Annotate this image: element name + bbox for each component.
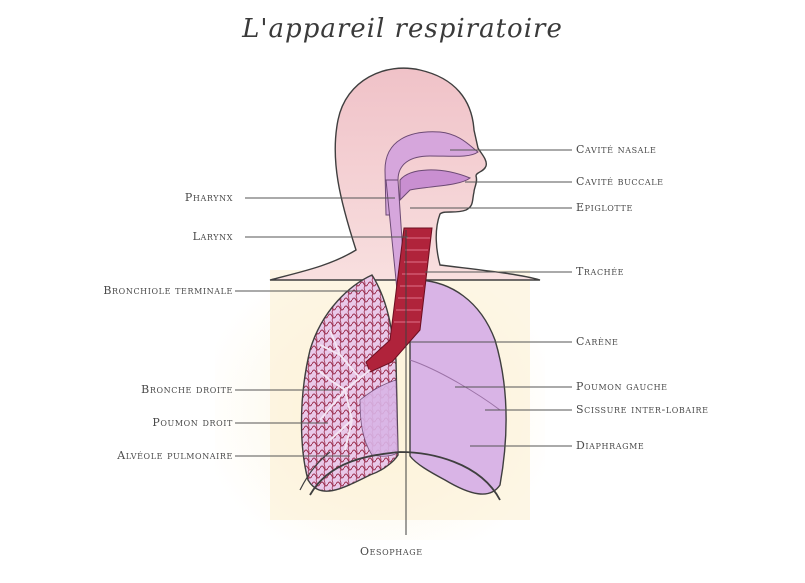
label-trachee: Trachée <box>576 265 624 279</box>
label-carene: Carène <box>576 335 619 349</box>
label-alveole: Alvéole pulmonaire <box>117 449 233 463</box>
label-epiglotte: Epiglotte <box>576 201 633 215</box>
label-scissure: Scissure inter-lobaire <box>576 403 709 417</box>
label-bronche-droite: Bronche droite <box>141 383 233 397</box>
label-larynx: Larynx <box>193 230 233 244</box>
label-bronchiole-terminale: Bronchiole terminale <box>103 284 233 298</box>
label-pharynx: Pharynx <box>185 191 233 205</box>
label-diaphragme: Diaphragme <box>576 439 644 453</box>
label-poumon-droit: Poumon droit <box>152 416 233 430</box>
label-cavite-buccale: Cavité buccale <box>576 175 664 189</box>
label-poumon-gauche: Poumon gauche <box>576 380 668 394</box>
label-cavite-nasale: Cavité nasale <box>576 143 656 157</box>
label-oesophage: Oesophage <box>360 545 423 559</box>
